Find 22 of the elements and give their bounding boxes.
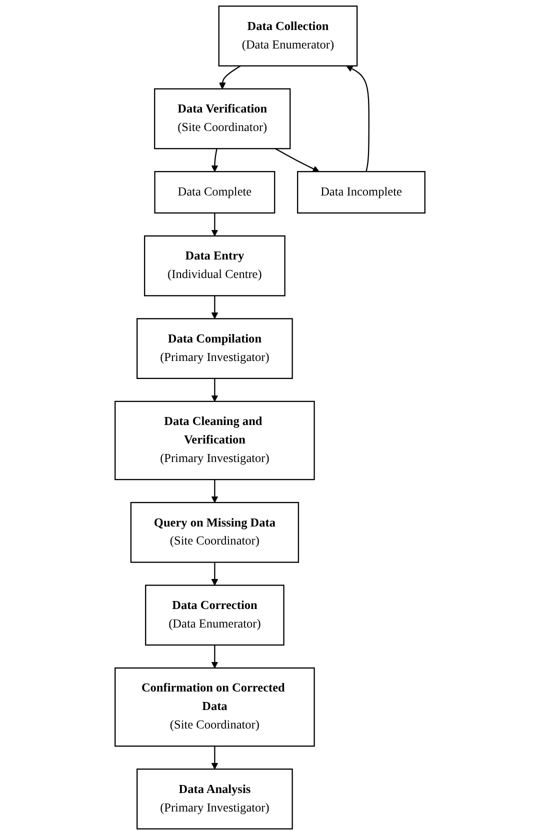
node-box: Data Correction (Data Enumerator) <box>145 584 284 646</box>
arrow <box>211 296 218 319</box>
arrow <box>211 645 218 668</box>
node-box: Data Analysis (Primary Investigator) <box>136 768 293 830</box>
arrow <box>218 65 241 90</box>
arrow <box>275 148 320 172</box>
arrow <box>346 66 370 172</box>
node-box: Data Entry (Individual Centre) <box>144 235 286 296</box>
node-box: Data Collection (Data Enumerator) <box>218 6 358 66</box>
arrow <box>211 212 218 236</box>
arrow <box>211 148 218 172</box>
arrow <box>211 480 218 503</box>
node-box: Data Verification (Site Coordinator) <box>154 88 291 150</box>
node-box: Data Cleaning and Verification (Primary Investigator) <box>114 400 315 480</box>
node-box: Data Incomplete <box>297 171 426 214</box>
node-box: Data Compilation (Primary Investigator) <box>136 318 293 379</box>
arrow <box>211 746 218 770</box>
arrow <box>211 562 218 586</box>
node-box: Query on Missing Data (Site Coordinator) <box>130 502 300 563</box>
node-box: Data Complete <box>154 171 276 214</box>
arrow <box>211 378 218 402</box>
node-box: Confirmation on Corrected Data (Site Coordinator) <box>114 667 315 747</box>
